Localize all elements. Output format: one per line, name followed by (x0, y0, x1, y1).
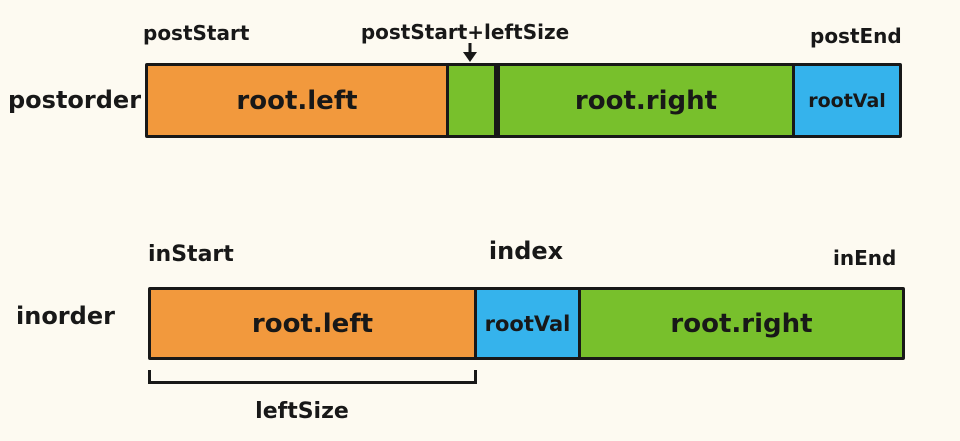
postorder-row-label: postorder (8, 86, 142, 114)
inorder-segment-root-val: rootVal (477, 290, 581, 357)
inorder-segment-root-left: root.left (151, 290, 477, 357)
poststart-leftsize-divider (494, 66, 500, 135)
segment-label: rootVal (808, 89, 886, 112)
segment-label: root.left (251, 308, 374, 339)
segment-label: rootVal (484, 311, 571, 336)
label-index: index (488, 237, 564, 265)
label-postend: postEnd (810, 24, 902, 48)
postorder-segment-root-left: root.left (148, 66, 449, 135)
inorder-segment-root-right: root.right (581, 290, 902, 357)
inorder-row-label: inorder (16, 302, 115, 330)
label-leftsize: leftSize (255, 399, 349, 424)
down-arrow-icon (463, 43, 477, 62)
segment-label: root.right (670, 308, 813, 339)
label-inend: inEnd (833, 246, 897, 270)
inorder-bar: root.left rootVal root.right (148, 287, 905, 360)
label-poststart: postStart (143, 21, 250, 45)
label-instart: inStart (148, 242, 234, 267)
postorder-segment-root-val: rootVal (795, 66, 899, 135)
postorder-segment-root-right: root.right (500, 66, 795, 135)
leftsize-bracket (148, 370, 477, 384)
segment-label: root.left (236, 85, 358, 116)
label-poststart-plus-leftsize: postStart+leftSize (360, 20, 570, 44)
segment-label: root.right (574, 85, 718, 116)
postorder-bar: root.left root.right rootVal (145, 63, 902, 138)
postorder-segment-left-gap (449, 66, 494, 135)
